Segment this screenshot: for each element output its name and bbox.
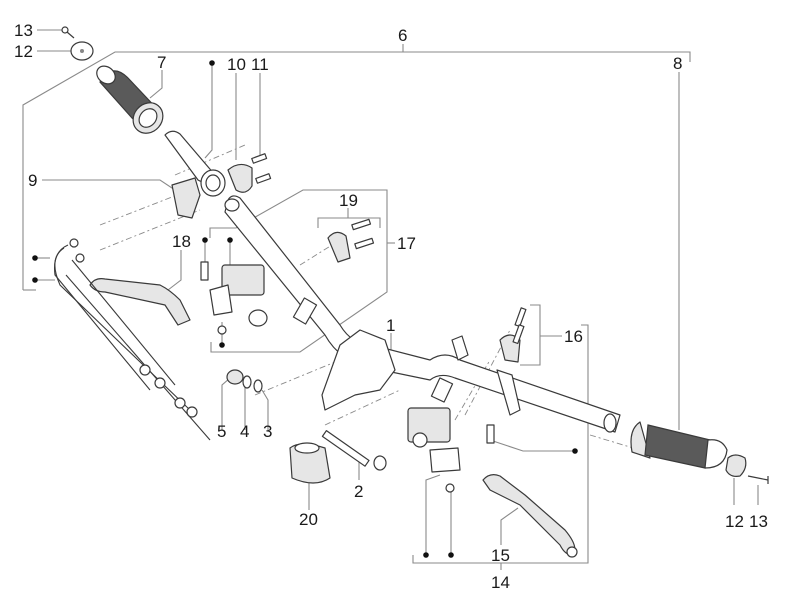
dot-marker [32,255,38,261]
part-9-clamp [171,177,201,219]
callout-19: 19 [339,191,358,210]
part-16-clamp-kit [499,307,527,363]
leader-7 [149,70,163,99]
dot-marker [448,552,454,558]
part-1-handlebar [224,195,621,433]
bracket-14 [412,324,589,564]
callout-5: 5 [217,422,226,441]
part-18-rear-brake-lever [89,278,191,326]
part-14-front-brake-pump [407,407,495,493]
part-12-right-endcap [725,454,747,477]
callout-3: 3 [263,422,272,441]
dot-marker [227,237,233,243]
part-12-left-endcap [70,41,94,61]
callout-13-right: 13 [749,512,768,531]
dot-marker [572,448,578,454]
part-11-screws [251,153,272,184]
callout-15: 15 [491,546,510,565]
callout-16: 16 [564,327,583,346]
leader-9 [42,179,179,193]
part-15-front-brake-lever [482,474,578,558]
dot-markers [32,60,578,558]
part-10-throttle-cover [227,163,253,193]
callout-labels: 13 12 6 7 10 11 8 9 19 18 17 1 16 5 4 3 … [14,21,768,592]
part-13-left-screw [61,26,75,39]
callout-12-right: 12 [725,512,744,531]
part-2-bolt [321,430,387,471]
leader-15 [500,507,519,545]
part-cables [53,238,211,441]
callout-13-left: 13 [14,21,33,40]
part-17-rear-brake-pump [200,261,268,335]
part-7-left-grip [96,65,164,134]
part-13-right-screw [747,475,769,484]
callout-7: 7 [157,53,166,72]
leader-dot-bolt [492,440,575,452]
callout-2: 2 [354,482,363,501]
dash-throttle-cover [174,144,246,176]
bracket-16 [520,304,541,366]
leader-3 [261,389,269,430]
callout-18: 18 [172,232,191,251]
dot-marker [219,342,225,348]
leader-dot-throttle [204,63,213,159]
callout-14: 14 [491,573,510,592]
dot-marker [423,552,429,558]
dash-clamp-19 [299,239,341,266]
part-throttle-tube [164,130,226,197]
callout-20: 20 [299,510,318,529]
dot-marker [209,60,215,66]
part-3-washer [253,379,263,393]
dash-washers [254,359,341,396]
callout-9: 9 [28,171,37,190]
callout-4: 4 [240,422,249,441]
dot-marker [32,277,38,283]
bracket-6 [22,51,691,290]
callout-12-left: 12 [14,42,33,61]
callout-17: 17 [397,234,416,253]
dot-marker [202,237,208,243]
leader-dot-pump [425,474,441,555]
callout-6: 6 [398,26,407,45]
bracket-17 [209,189,388,353]
part-19-clamp-kit [327,218,375,263]
callout-11: 11 [251,55,269,74]
callout-8: 8 [673,54,682,73]
callout-1: 1 [386,316,395,335]
part-5-nut [226,369,244,385]
part-8-right-grip [630,421,728,469]
callout-10: 10 [227,55,246,74]
part-20-rubber-cover [289,442,331,484]
part-4-washer [242,375,252,389]
leader-18 [167,250,182,291]
bracket-19 [317,217,381,228]
